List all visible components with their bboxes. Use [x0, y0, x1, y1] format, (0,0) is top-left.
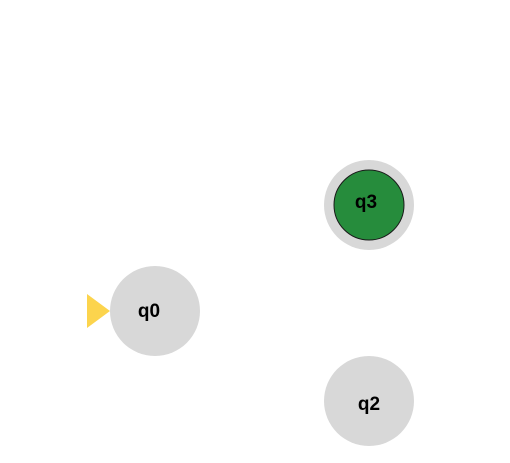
state-q2-label: q2 — [358, 394, 380, 415]
state-q3-label: q3 — [355, 192, 377, 213]
state-q0[interactable]: q0 — [110, 266, 200, 356]
state-q2[interactable]: q2 — [324, 356, 414, 446]
state-q3[interactable]: q3 — [324, 160, 414, 250]
accept-ring — [333, 169, 405, 241]
state-q2-circle[interactable] — [324, 356, 414, 446]
start-arrow-icon — [87, 294, 110, 328]
state-q0-circle[interactable] — [110, 266, 200, 356]
state-q0-label: q0 — [138, 301, 160, 322]
